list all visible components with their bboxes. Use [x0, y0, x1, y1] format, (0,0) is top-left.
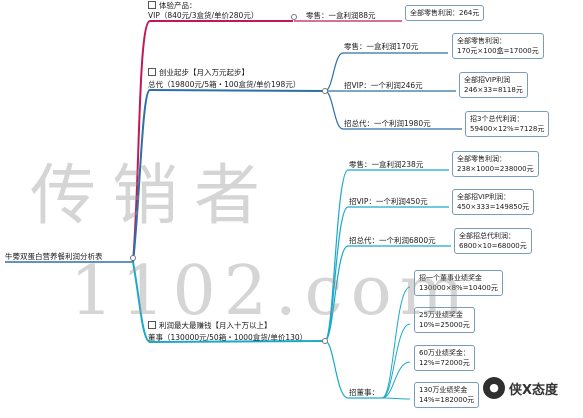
branch-vip-trial-label: 体验产品：: [148, 1, 197, 11]
watermark-text: 传销者: [30, 157, 276, 234]
connector-line: [132, 88, 326, 263]
branch-agent-detail: 总代（19800元/5箱・100盒货/单价198元）: [148, 80, 301, 89]
brand-text: 侠X态度: [509, 382, 559, 398]
outline-number-icon: [148, 68, 156, 76]
director-recruit-label: 招董事：: [349, 388, 379, 397]
connector-line: [324, 340, 382, 399]
director-retail-label: 零售：一盒利润238元: [349, 160, 424, 169]
junction-dot: [322, 338, 328, 344]
director-agent-label: 招总代：一个利润6800元: [349, 236, 436, 245]
junction-dot: [322, 88, 328, 94]
connector-line: [381, 361, 411, 399]
agent-recruit-label: 招总代：一个利润1980元: [344, 119, 431, 128]
root-junction-dot: [130, 255, 136, 261]
connector-line: [381, 323, 411, 399]
director-agent-profit-box: 全部招总代利润： 6800×10=68000元: [454, 228, 532, 254]
agent-retail-profit-box: 全部零售利润： 170元×100盒=17000元: [452, 33, 544, 59]
connector-line: [132, 261, 326, 344]
director-bonus-box-1: 招一个董事业绩奖金 130000×8%=10400元: [414, 270, 503, 296]
agent-recruit-profit-box: 招3个总代利润： 59400×12%=7128元: [465, 111, 550, 137]
connector-line: [381, 286, 411, 399]
brand-badge: ● 侠X态度: [483, 377, 558, 399]
connector-line: [324, 245, 451, 342]
agent-vip-label: 招VIP：一个利润246元: [344, 81, 423, 90]
director-bonus-box-3: 60万业绩奖金： 12%=72000元: [414, 345, 475, 371]
branch-director-detail: 董事（130000元/50箱・1000盒货/单价130）: [148, 333, 308, 342]
agent-retail-label: 零售：一盒利润170元: [344, 42, 419, 51]
vip-retail-label: 零售：一盒利润88元: [306, 11, 376, 20]
director-bonus-box-2: 25万业绩奖金 10%=25000元: [414, 307, 475, 333]
wechat-logo-icon: ●: [483, 377, 505, 399]
branch-director-label: 利润最大最赚钱【月入十万以上】: [148, 321, 272, 331]
root-title: 牛蒡双蛋白营养餐利润分析表: [5, 252, 103, 261]
agent-vip-profit-box: 全部招VIP利润 246×33=8118元: [459, 72, 528, 98]
connector-line: [381, 397, 411, 400]
junction-dot: [291, 14, 297, 20]
branch-vip-trial-detail: VIP（840元/3盒货/单价280元）: [148, 11, 259, 20]
connector-line: [324, 206, 449, 342]
outline-number-icon: [148, 321, 156, 329]
director-vip-profit-box: 全部招VIP利润： 450×333=149850元: [452, 189, 535, 215]
outline-number-icon: [148, 1, 156, 9]
branch-agent-label: 创业起步【月入万元起步】: [148, 68, 249, 78]
vip-retail-profit-box: 全部零售利润：264元: [405, 5, 485, 21]
director-vip-label: 招VIP：一个利润450元: [349, 197, 428, 206]
director-bonus-box-4: 130万业绩奖金 14%=182000元: [414, 382, 480, 408]
director-retail-profit-box: 全部零售利润： 238×1000=238000元: [452, 151, 539, 177]
watermark-text: 1102.com: [70, 252, 473, 331]
